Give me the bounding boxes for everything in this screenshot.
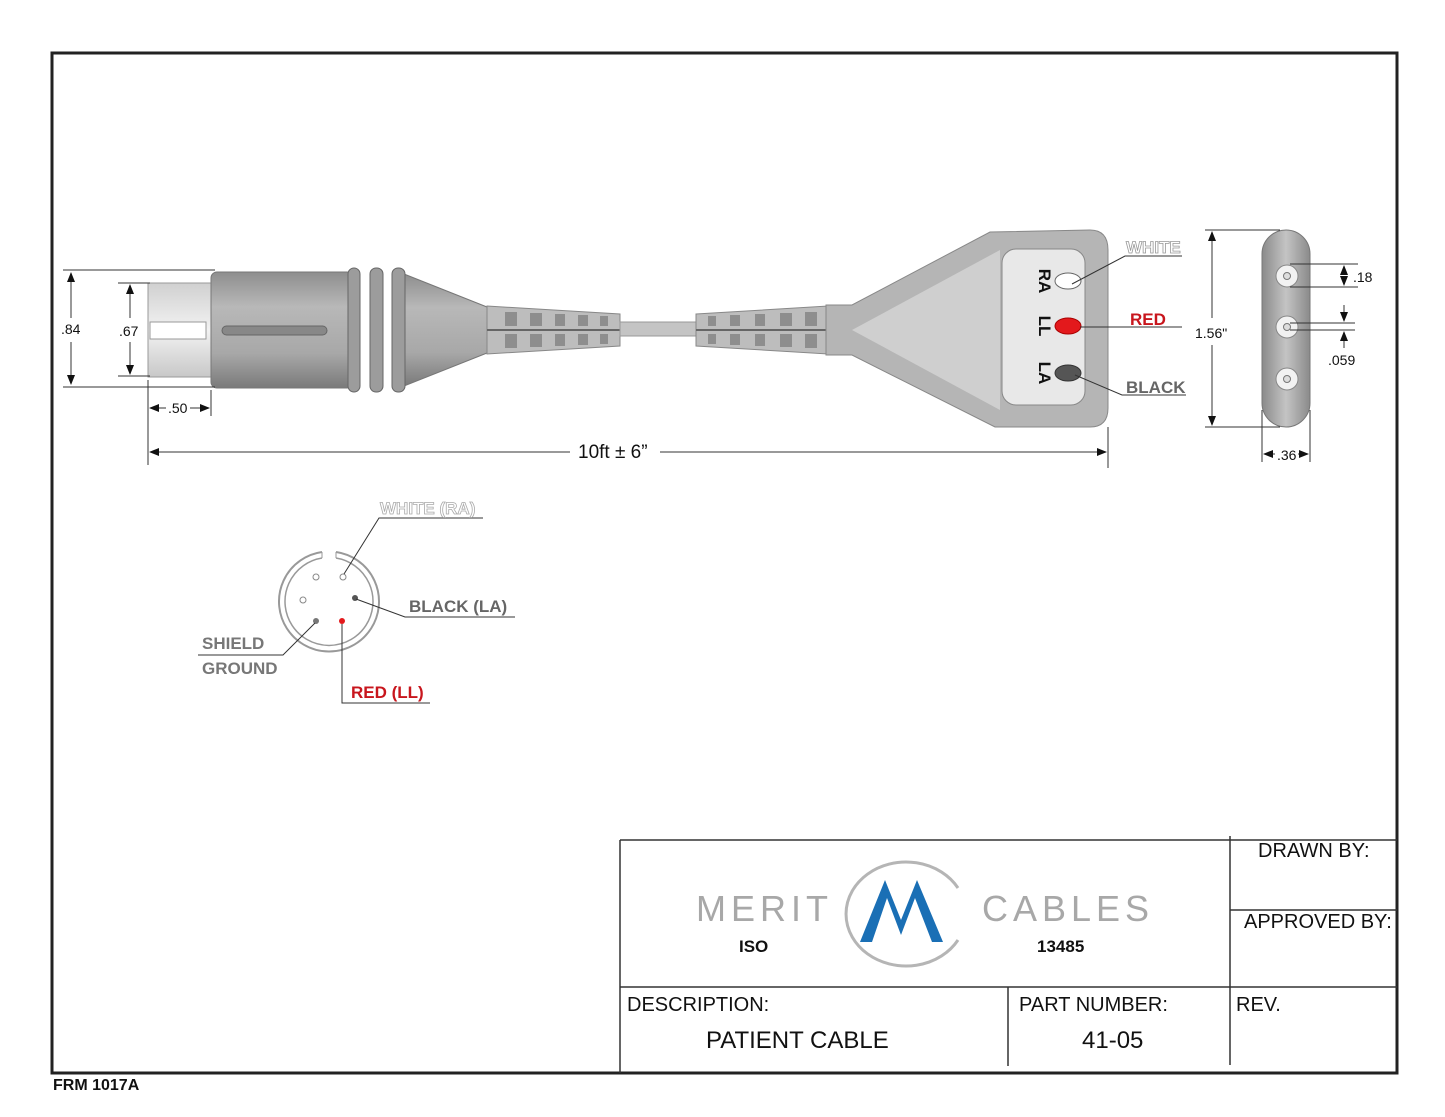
dim-connector-od: .84 <box>61 321 81 337</box>
pin-label-black: BLACK (LA) <box>409 597 507 616</box>
pin-red-ll <box>339 618 345 624</box>
dimension-lines <box>63 229 1358 468</box>
lead-la-label: LA <box>1035 362 1054 385</box>
dim-yoke-width: .36 <box>1277 447 1297 463</box>
iso-label: ISO <box>739 937 768 956</box>
yoke-side-view <box>1261 229 1311 428</box>
callout-black: BLACK <box>1126 378 1186 397</box>
dim-pin-dia: .059 <box>1328 352 1355 368</box>
pin-label-shield: SHIELD <box>202 634 264 653</box>
iso-number: 13485 <box>1037 937 1084 956</box>
pin-shield <box>313 618 319 624</box>
pin-white-ra <box>339 573 347 581</box>
approved-by-label: APPROVED BY: <box>1244 911 1392 933</box>
pin-label-ground: GROUND <box>202 659 278 678</box>
dim-yoke-height: 1.56" <box>1195 325 1227 341</box>
grip-slot <box>221 325 328 336</box>
pin-label-white: WHITE (RA) <box>380 499 475 518</box>
rev-label: REV. <box>1236 994 1281 1016</box>
description-value: PATIENT CABLE <box>706 1027 889 1054</box>
dim-shell-od: .67 <box>119 323 139 339</box>
cable <box>619 321 697 337</box>
callout-white: WHITE <box>1126 238 1181 257</box>
lead-yoke: RA LL LA <box>825 229 1109 428</box>
part-number-value: 41-05 <box>1082 1027 1143 1054</box>
pin-label-red: RED (LL) <box>351 683 424 702</box>
lead-ra-label: RA <box>1035 269 1054 294</box>
drawn-by-label: DRAWN BY: <box>1258 840 1370 862</box>
callout-red: RED <box>1130 310 1166 329</box>
lead-ll-red <box>1054 317 1082 335</box>
company-logo: MERIT CABLES ISO 13485 <box>696 860 1154 968</box>
strain-relief-left <box>486 305 621 355</box>
pin-black-la <box>352 595 358 601</box>
key-notch <box>149 321 207 340</box>
pinout-diagram <box>198 517 515 704</box>
part-number-label: PART NUMBER: <box>1019 994 1168 1016</box>
strain-relief-right <box>695 305 829 355</box>
lead-la-black <box>1054 364 1082 382</box>
sheet-border <box>50 51 1399 1075</box>
lead-ra-white <box>1054 272 1082 290</box>
dim-socket-dia: .18 <box>1353 269 1373 285</box>
form-number: FRM 1017A <box>53 1077 140 1094</box>
description-label: DESCRIPTION: <box>627 994 769 1016</box>
dim-shell-length: .50 <box>168 400 188 416</box>
din-connector <box>147 267 488 393</box>
logo-cables: CABLES <box>982 888 1154 929</box>
dim-overall-length: 10ft ± 6” <box>578 442 648 463</box>
title-block <box>619 836 1397 1073</box>
logo-merit: MERIT <box>696 888 833 929</box>
lead-ll-label: LL <box>1035 316 1054 337</box>
